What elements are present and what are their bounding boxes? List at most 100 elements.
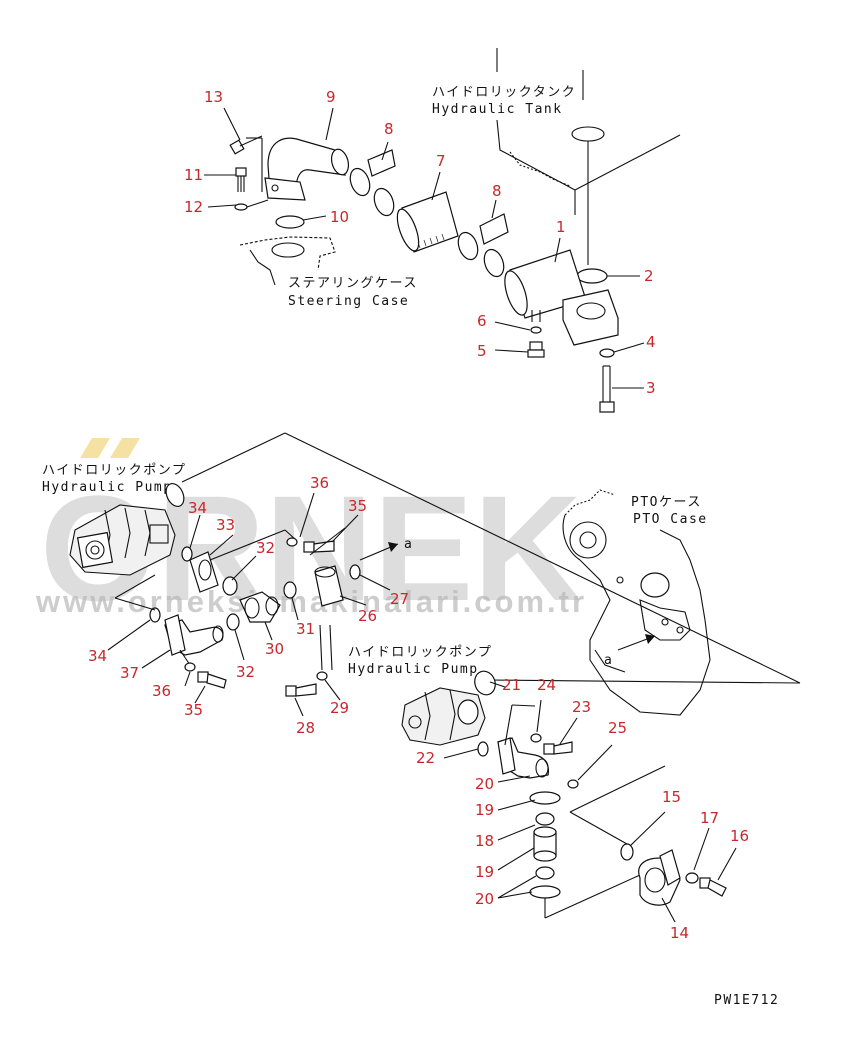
pump1-piping: a <box>107 432 801 717</box>
hydraulic-tank-label-en: Hydraulic Tank <box>432 102 563 117</box>
bolt-35b <box>197 671 227 689</box>
seal-19a <box>535 812 555 826</box>
washer-17 <box>685 872 699 884</box>
washer-36b <box>184 662 196 672</box>
part-number-8: 8 <box>384 120 394 138</box>
part-number-37: 37 <box>120 664 139 682</box>
watermark-accent-right <box>110 438 140 458</box>
washer-36a <box>286 537 298 547</box>
part-number-8b: 8 <box>492 182 502 200</box>
bolt-28 <box>285 683 317 697</box>
pto-case-label-jp: PTOケース <box>631 495 702 510</box>
o-ring-top <box>165 483 185 507</box>
part-number-12: 12 <box>184 198 203 216</box>
part-number-17: 17 <box>700 809 719 827</box>
part-number-35b: 35 <box>184 701 203 719</box>
hydraulic-pump-1-label-en: Hydraulic Pump <box>42 480 173 495</box>
clamp-set-8b <box>457 213 509 278</box>
seal-31 <box>283 581 297 599</box>
clamp-20b <box>529 885 561 899</box>
bolt-25 <box>567 779 579 789</box>
washer-29 <box>316 671 328 681</box>
hose-7 <box>396 191 459 253</box>
part-number-11: 11 <box>184 166 203 184</box>
part-number-2: 2 <box>644 267 654 285</box>
hydraulic-pump-2-label-en: Hydraulic Pump <box>348 662 479 677</box>
hydraulic-pump-1-label-jp: ハイドロリックポンプ <box>42 463 186 478</box>
bolt-11 <box>235 167 247 192</box>
part-number-5: 5 <box>477 342 487 360</box>
part-number-32b: 32 <box>236 663 255 681</box>
part-number-36a: 36 <box>310 474 329 492</box>
ref-label-a-pto: a <box>604 653 613 668</box>
bolt-16 <box>699 877 727 897</box>
part-number-7: 7 <box>436 152 446 170</box>
part-number-27: 27 <box>390 590 409 608</box>
flange-33 <box>189 551 219 593</box>
hydraulic-pump-1: ハイドロリックポンプ Hydraulic Pump <box>42 463 186 576</box>
steering-case: ステアリングケース Steering Case <box>239 236 416 309</box>
o-ring-15 <box>620 843 634 861</box>
hydraulic-pump-2: ハイドロリックポンプ Hydraulic Pump <box>348 645 496 757</box>
part-number-34b: 34 <box>88 647 107 665</box>
part-number-36b: 36 <box>152 682 171 700</box>
clamp-20a <box>529 791 561 805</box>
pto-case-label-en: PTO Case <box>633 512 708 527</box>
o-ring-10 <box>275 215 305 229</box>
o-ring-6 <box>530 326 542 334</box>
o-ring-27 <box>349 564 361 580</box>
steering-case-label-en: Steering Case <box>288 294 409 309</box>
seal-19b <box>535 866 555 880</box>
o-ring-21 <box>474 670 496 696</box>
hydraulic-tank: ハイドロリックタンク Hydraulic Tank <box>432 48 681 284</box>
part-number-34a: 34 <box>188 499 207 517</box>
part-number-23: 23 <box>572 698 591 716</box>
part-number-16: 16 <box>730 827 749 845</box>
suction-elbow-14 <box>638 849 681 906</box>
hydraulic-pump-2-label-jp: ハイドロリックポンプ <box>348 645 492 660</box>
part-number-26: 26 <box>358 607 377 625</box>
washer-4 <box>599 348 615 358</box>
part-number-24: 24 <box>537 676 556 694</box>
part-number-9: 9 <box>326 88 336 106</box>
o-ring-34b <box>149 607 161 623</box>
elbow-37 <box>164 614 224 656</box>
o-ring-22 <box>477 741 489 757</box>
part-number-18: 18 <box>475 832 494 850</box>
part-number-14: 14 <box>670 924 689 942</box>
part-number-31: 31 <box>296 620 315 638</box>
washer-12 <box>234 203 248 211</box>
clamp-set-8a <box>349 149 396 217</box>
part-number-33: 33 <box>216 516 235 534</box>
part-number-29: 29 <box>330 699 349 717</box>
part-number-10: 10 <box>330 208 349 226</box>
seal-32a <box>222 576 238 596</box>
part-number-19a: 19 <box>475 801 494 819</box>
pto-case: PTOケース PTO Case a <box>562 489 711 716</box>
washer-24 <box>530 733 542 743</box>
upper-assembly <box>204 107 645 413</box>
seal-32b <box>226 613 240 631</box>
part-number-25: 25 <box>608 719 627 737</box>
part-number-13: 13 <box>204 88 223 106</box>
part-number-3: 3 <box>646 379 656 397</box>
watermark-url: www.orneksismakinalari.com.tr <box>35 584 587 619</box>
watermark-accent-left <box>80 438 110 458</box>
part-number-35a: 35 <box>348 497 367 515</box>
part-number-28: 28 <box>296 719 315 737</box>
part-number-4: 4 <box>646 333 656 351</box>
bolt-35a <box>303 540 335 553</box>
part-number-32a: 32 <box>256 539 275 557</box>
hose-18 <box>533 826 557 862</box>
part-number-21: 21 <box>502 676 521 694</box>
part-number-22: 22 <box>416 749 435 767</box>
bolt-3 <box>599 365 615 413</box>
part-number-30: 30 <box>265 640 284 658</box>
flange-9 <box>264 177 306 201</box>
fitting-26 <box>314 565 344 607</box>
part-number-20a: 20 <box>475 775 494 793</box>
part-number-1: 1 <box>556 218 566 236</box>
bolt-23 <box>543 741 573 755</box>
